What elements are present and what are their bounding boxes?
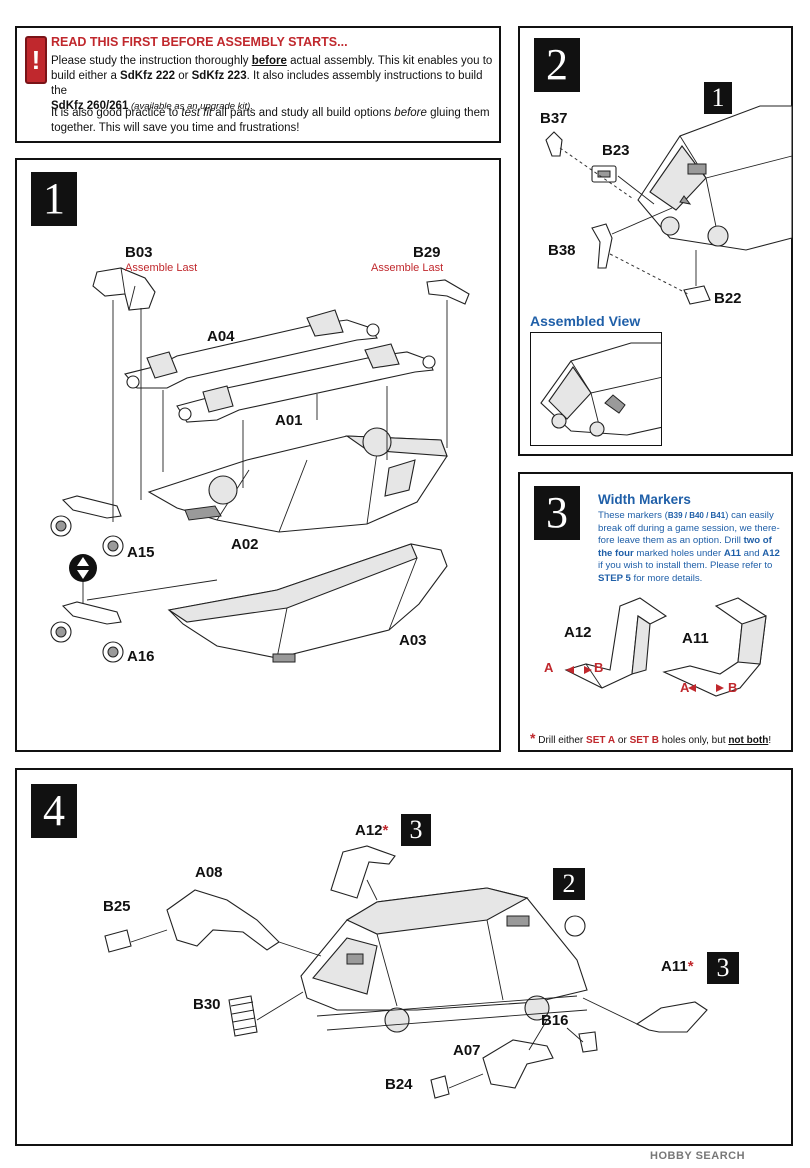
label-a01: A01: [275, 412, 303, 429]
step-1-diagram: [50, 267, 470, 663]
label-a11-step4: A11*: [661, 958, 694, 975]
step-3-number: 3: [534, 486, 580, 540]
step-4-number: 4: [31, 784, 77, 838]
label-a02: A02: [231, 536, 259, 553]
label-b23: B23: [602, 142, 630, 159]
step-4-panel: 4 3 2 3 A12* A08 B25 B30 B16: [15, 768, 793, 1146]
label-b30: B30: [193, 996, 221, 1013]
step-3-text: These markers (B39 / B40 / B41) can easi…: [598, 510, 780, 584]
step-3-diagram: [564, 597, 767, 697]
label-a15: A15: [127, 544, 155, 561]
step-4-ref-step-2: 2: [553, 868, 585, 900]
notice-paragraph-1: Please study the instruction thoroughly …: [51, 55, 493, 112]
label-b25: B25: [103, 898, 131, 915]
assembled-view-image: [540, 342, 661, 437]
step-3-panel: 3 Width Markers These markers (B39 / B40…: [518, 472, 793, 752]
step-2-ref-step-1: 1: [704, 82, 732, 114]
step-3-footnote: * Drill either SET A or SET B holes only…: [530, 730, 772, 746]
assembled-view-box: [530, 332, 662, 446]
assembled-view-title: Assembled View: [530, 313, 641, 329]
marker-a-a12: A: [544, 660, 554, 675]
label-b37: B37: [540, 110, 568, 127]
label-b24: B24: [385, 1076, 413, 1093]
notice-box: ! READ THIS FIRST BEFORE ASSEMBLY STARTS…: [15, 26, 501, 143]
marker-b-a11: B: [728, 680, 738, 695]
step-4-diagram: [104, 845, 708, 1099]
exclamation-icon: !: [25, 36, 47, 84]
step-2-diagram: [545, 105, 793, 305]
label-a11: A11: [682, 630, 709, 647]
label-b03: B03: [125, 244, 153, 261]
label-a12-step4: A12*: [355, 822, 389, 839]
label-a08: A08: [195, 864, 223, 881]
label-b29: B29: [413, 244, 441, 261]
step-2-panel: 2 1 B37 B23 B38 B22 Assembled View: [518, 26, 793, 456]
label-b22: B22: [714, 290, 742, 307]
label-a03: A03: [399, 632, 427, 649]
watermark-logo: HOBBY SEARCH: [650, 1150, 746, 1162]
step-2-number: 2: [534, 38, 580, 92]
step-1-number: 1: [31, 172, 77, 226]
marker-b-a12: B: [594, 660, 604, 675]
label-b16: B16: [541, 1012, 569, 1029]
label-a16: A16: [127, 648, 155, 665]
step-1-panel: 1: [15, 158, 501, 752]
label-b03-note: Assemble Last: [125, 262, 198, 274]
label-a07: A07: [453, 1042, 481, 1059]
swap-arrows-icon: [69, 554, 97, 582]
label-a04: A04: [207, 328, 235, 345]
step-3-title: Width Markers: [598, 492, 691, 507]
notice-paragraph-2: It is also good practice to test fit all…: [51, 107, 490, 134]
marker-a-a11: A: [680, 680, 690, 695]
notice-title: READ THIS FIRST BEFORE ASSEMBLY STARTS..…: [51, 35, 348, 49]
label-b38: B38: [548, 242, 576, 259]
step-4-ref-step-3b: 3: [707, 952, 739, 984]
step-4-ref-step-3a: 3: [401, 814, 431, 846]
label-b29-note: Assemble Last: [371, 262, 444, 274]
label-a12: A12: [564, 624, 592, 641]
